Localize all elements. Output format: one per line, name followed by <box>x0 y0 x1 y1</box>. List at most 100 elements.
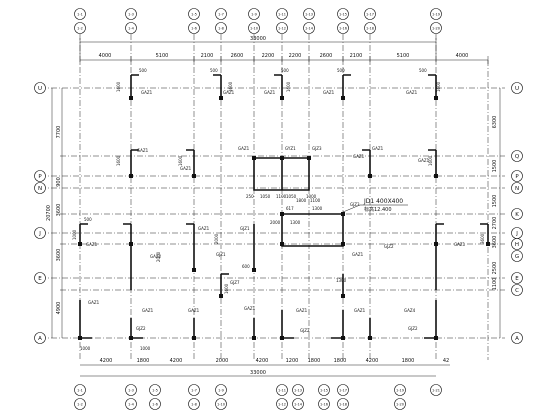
axis-bubble-label: 1-14 <box>305 27 314 31</box>
wall-dim: 1600 <box>228 81 233 92</box>
column-tag: GJZ1 <box>240 226 250 231</box>
axis-bubble <box>276 22 288 34</box>
wall-segment <box>428 149 437 178</box>
wall-segment <box>331 310 344 339</box>
wall-segment <box>274 74 283 100</box>
bottom-dimensions: 4200 1800 4200 2000 4200 1200 1800 1800 … <box>80 358 450 377</box>
axis-bubble-label: E <box>38 276 42 282</box>
axis-bubble-label: 1-11 <box>278 13 286 17</box>
axis-bubble <box>215 22 227 34</box>
wall-segment <box>123 223 132 290</box>
wall-dim: 500 <box>337 68 345 73</box>
dimension-text: 4200 <box>256 358 269 364</box>
wall-dim: 1600 <box>116 155 121 166</box>
axis-bubble <box>276 8 288 20</box>
column-tag: GJZ2 <box>300 328 310 333</box>
column-tag: GAZ1 <box>418 158 430 163</box>
axis-bubble-label: 1-20 <box>396 403 404 407</box>
axis-bubble <box>511 272 523 284</box>
axis-bubble-label: 1-6 <box>191 27 197 31</box>
stair-dim: 1050 <box>260 194 271 199</box>
stair-dim: 1000 <box>306 194 317 199</box>
column <box>129 336 133 340</box>
axis-bubble-label: 1-4 <box>128 403 134 407</box>
axis-bubble <box>125 384 137 396</box>
column <box>434 242 438 246</box>
axis-bubble-label: 1-16 <box>320 403 328 407</box>
column-tag: GYZ1 <box>285 146 296 151</box>
wall-segment <box>424 300 437 339</box>
wall-segment <box>186 223 195 270</box>
axis-bubble <box>318 398 330 410</box>
axis-bubble-label: E <box>515 276 519 282</box>
axis-bubble <box>511 182 523 194</box>
dimension-text: 1800 <box>402 358 415 364</box>
dimension-text: 1500 <box>492 160 498 173</box>
column-tag: GAZ1 <box>372 146 384 151</box>
column <box>192 174 196 178</box>
dimension-total: 33000 <box>250 36 266 42</box>
column-tag: GAZ1 <box>352 252 364 257</box>
column <box>341 336 345 340</box>
stair-dim: 1800 <box>296 198 307 203</box>
axis-bubble <box>511 284 523 296</box>
axis-bubble <box>276 398 288 410</box>
stair-dim: 1300 <box>312 206 323 211</box>
axis-bubble <box>303 8 315 20</box>
axis-bubble <box>511 82 523 94</box>
column-tag: GAZ1 <box>137 148 149 153</box>
axis-bubble <box>364 22 376 34</box>
axis-bubble <box>430 384 442 396</box>
dimension-text: 5100 <box>397 53 410 59</box>
axis-bubble-label: 1-13 <box>294 389 302 393</box>
axis-bubble-label: 1-8 <box>218 27 224 31</box>
column <box>129 242 133 246</box>
joint-elevation: 标高12.400 <box>364 206 392 213</box>
column <box>219 294 223 298</box>
axis-bubble-label: 1-7 <box>191 389 197 393</box>
axis-bubble <box>74 398 86 410</box>
axis-bubble-label: 1-20 <box>432 27 440 31</box>
column <box>192 268 196 272</box>
column-tag: GAZ4 <box>404 308 416 313</box>
column <box>280 156 284 160</box>
dimension-text: 4200 <box>366 358 379 364</box>
wall-dim: 1000 <box>80 346 91 351</box>
column-tag: GAZ1 <box>141 90 153 95</box>
axis-bubble-label: 1-19 <box>396 389 404 393</box>
wall-dim: 500 <box>84 217 92 222</box>
axis-bubble <box>188 398 200 410</box>
dimension-text: 4900 <box>56 302 62 315</box>
wall-dim: 2000 <box>156 251 161 262</box>
axis-bubble-label: 1-14 <box>294 403 303 407</box>
dimension-text: 2200 <box>289 53 302 59</box>
dimension-text: 1800 <box>334 358 347 364</box>
axis-bubble-label: 1-21 <box>432 389 440 393</box>
column-tag: GAZ1 <box>406 90 418 95</box>
wall-dim: 1000 <box>72 229 77 240</box>
wall-segment <box>130 149 139 178</box>
column-tag: GAZ1 <box>354 308 366 313</box>
axis-bubble <box>34 227 46 239</box>
wall-segment <box>435 223 444 290</box>
dimension-text: 2600 <box>231 53 244 59</box>
joint-tag: GJZ3 <box>350 202 360 207</box>
axis-bubble <box>149 398 161 410</box>
axis-bubble <box>74 8 86 20</box>
axis-bubble-label: J <box>38 231 41 237</box>
axis-bubble <box>34 82 46 94</box>
column <box>78 336 82 340</box>
axis-bubble-label: 1-9 <box>251 13 257 17</box>
dimension-text: 4000 <box>456 53 469 59</box>
column-tag: GJZ2 <box>408 326 418 331</box>
vertical-grid-lines <box>79 34 489 360</box>
wall-segment <box>428 74 437 100</box>
wall-dim: 500 <box>281 68 289 73</box>
axis-bubble <box>125 398 137 410</box>
dimension-text: 6300 <box>492 116 498 129</box>
axis-bubble <box>34 170 46 182</box>
axis-bubble <box>394 398 406 410</box>
axis-bubble-label: 1-6 <box>152 403 158 407</box>
dimension-text: 2000 <box>216 358 229 364</box>
stair-core <box>281 213 344 247</box>
